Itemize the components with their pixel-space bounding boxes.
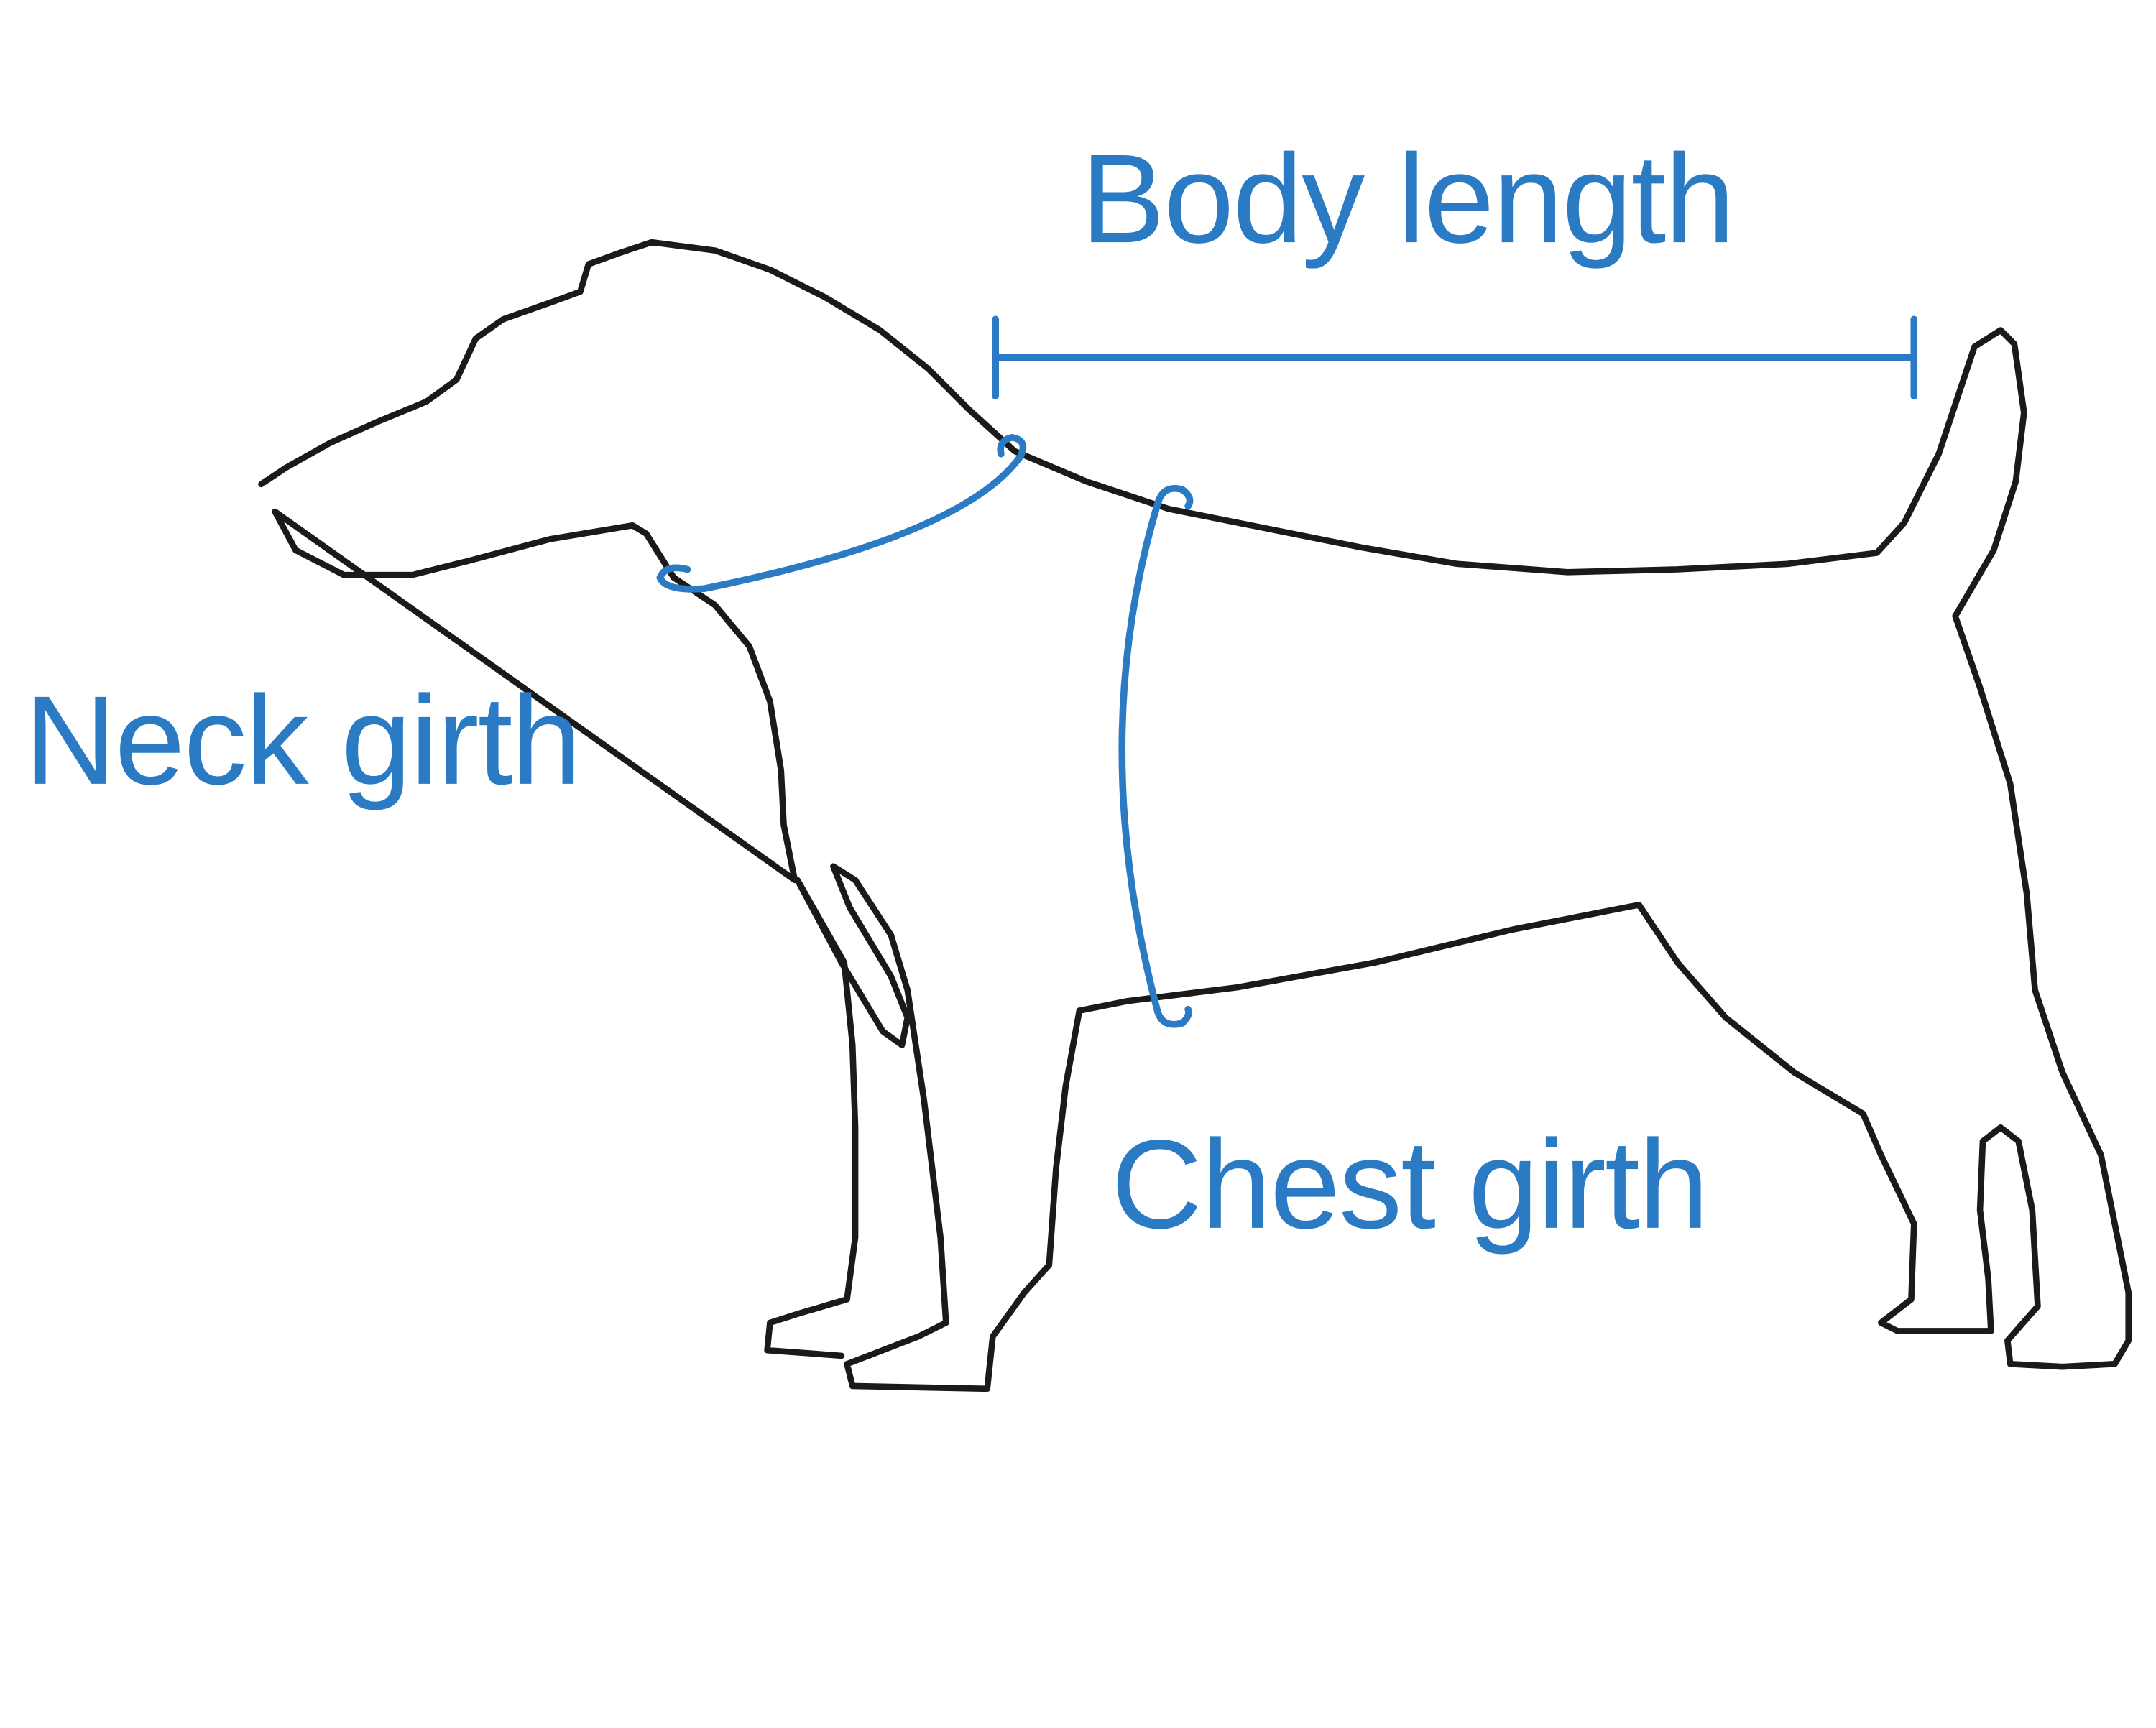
- neck-girth-right-hook: [997, 433, 1027, 461]
- neck-girth-label: Neck girth: [24, 670, 580, 811]
- chest-girth-top-hook: [1154, 485, 1194, 510]
- neck-girth-left-hook: [656, 564, 708, 593]
- dog-outline: [258, 239, 2132, 1392]
- neck-girth-curve: [700, 453, 1024, 593]
- body-length-label: Body length: [1081, 129, 1734, 269]
- chest-girth-bottom-hook: [1154, 1005, 1192, 1028]
- neck-girth-arc: [656, 433, 1027, 593]
- chest-girth-arc: [1118, 485, 1194, 1028]
- chest-girth-label: Chest girth: [1111, 1114, 1708, 1255]
- body-length-bar: [992, 315, 1918, 400]
- chest-girth-curve: [1118, 499, 1161, 1016]
